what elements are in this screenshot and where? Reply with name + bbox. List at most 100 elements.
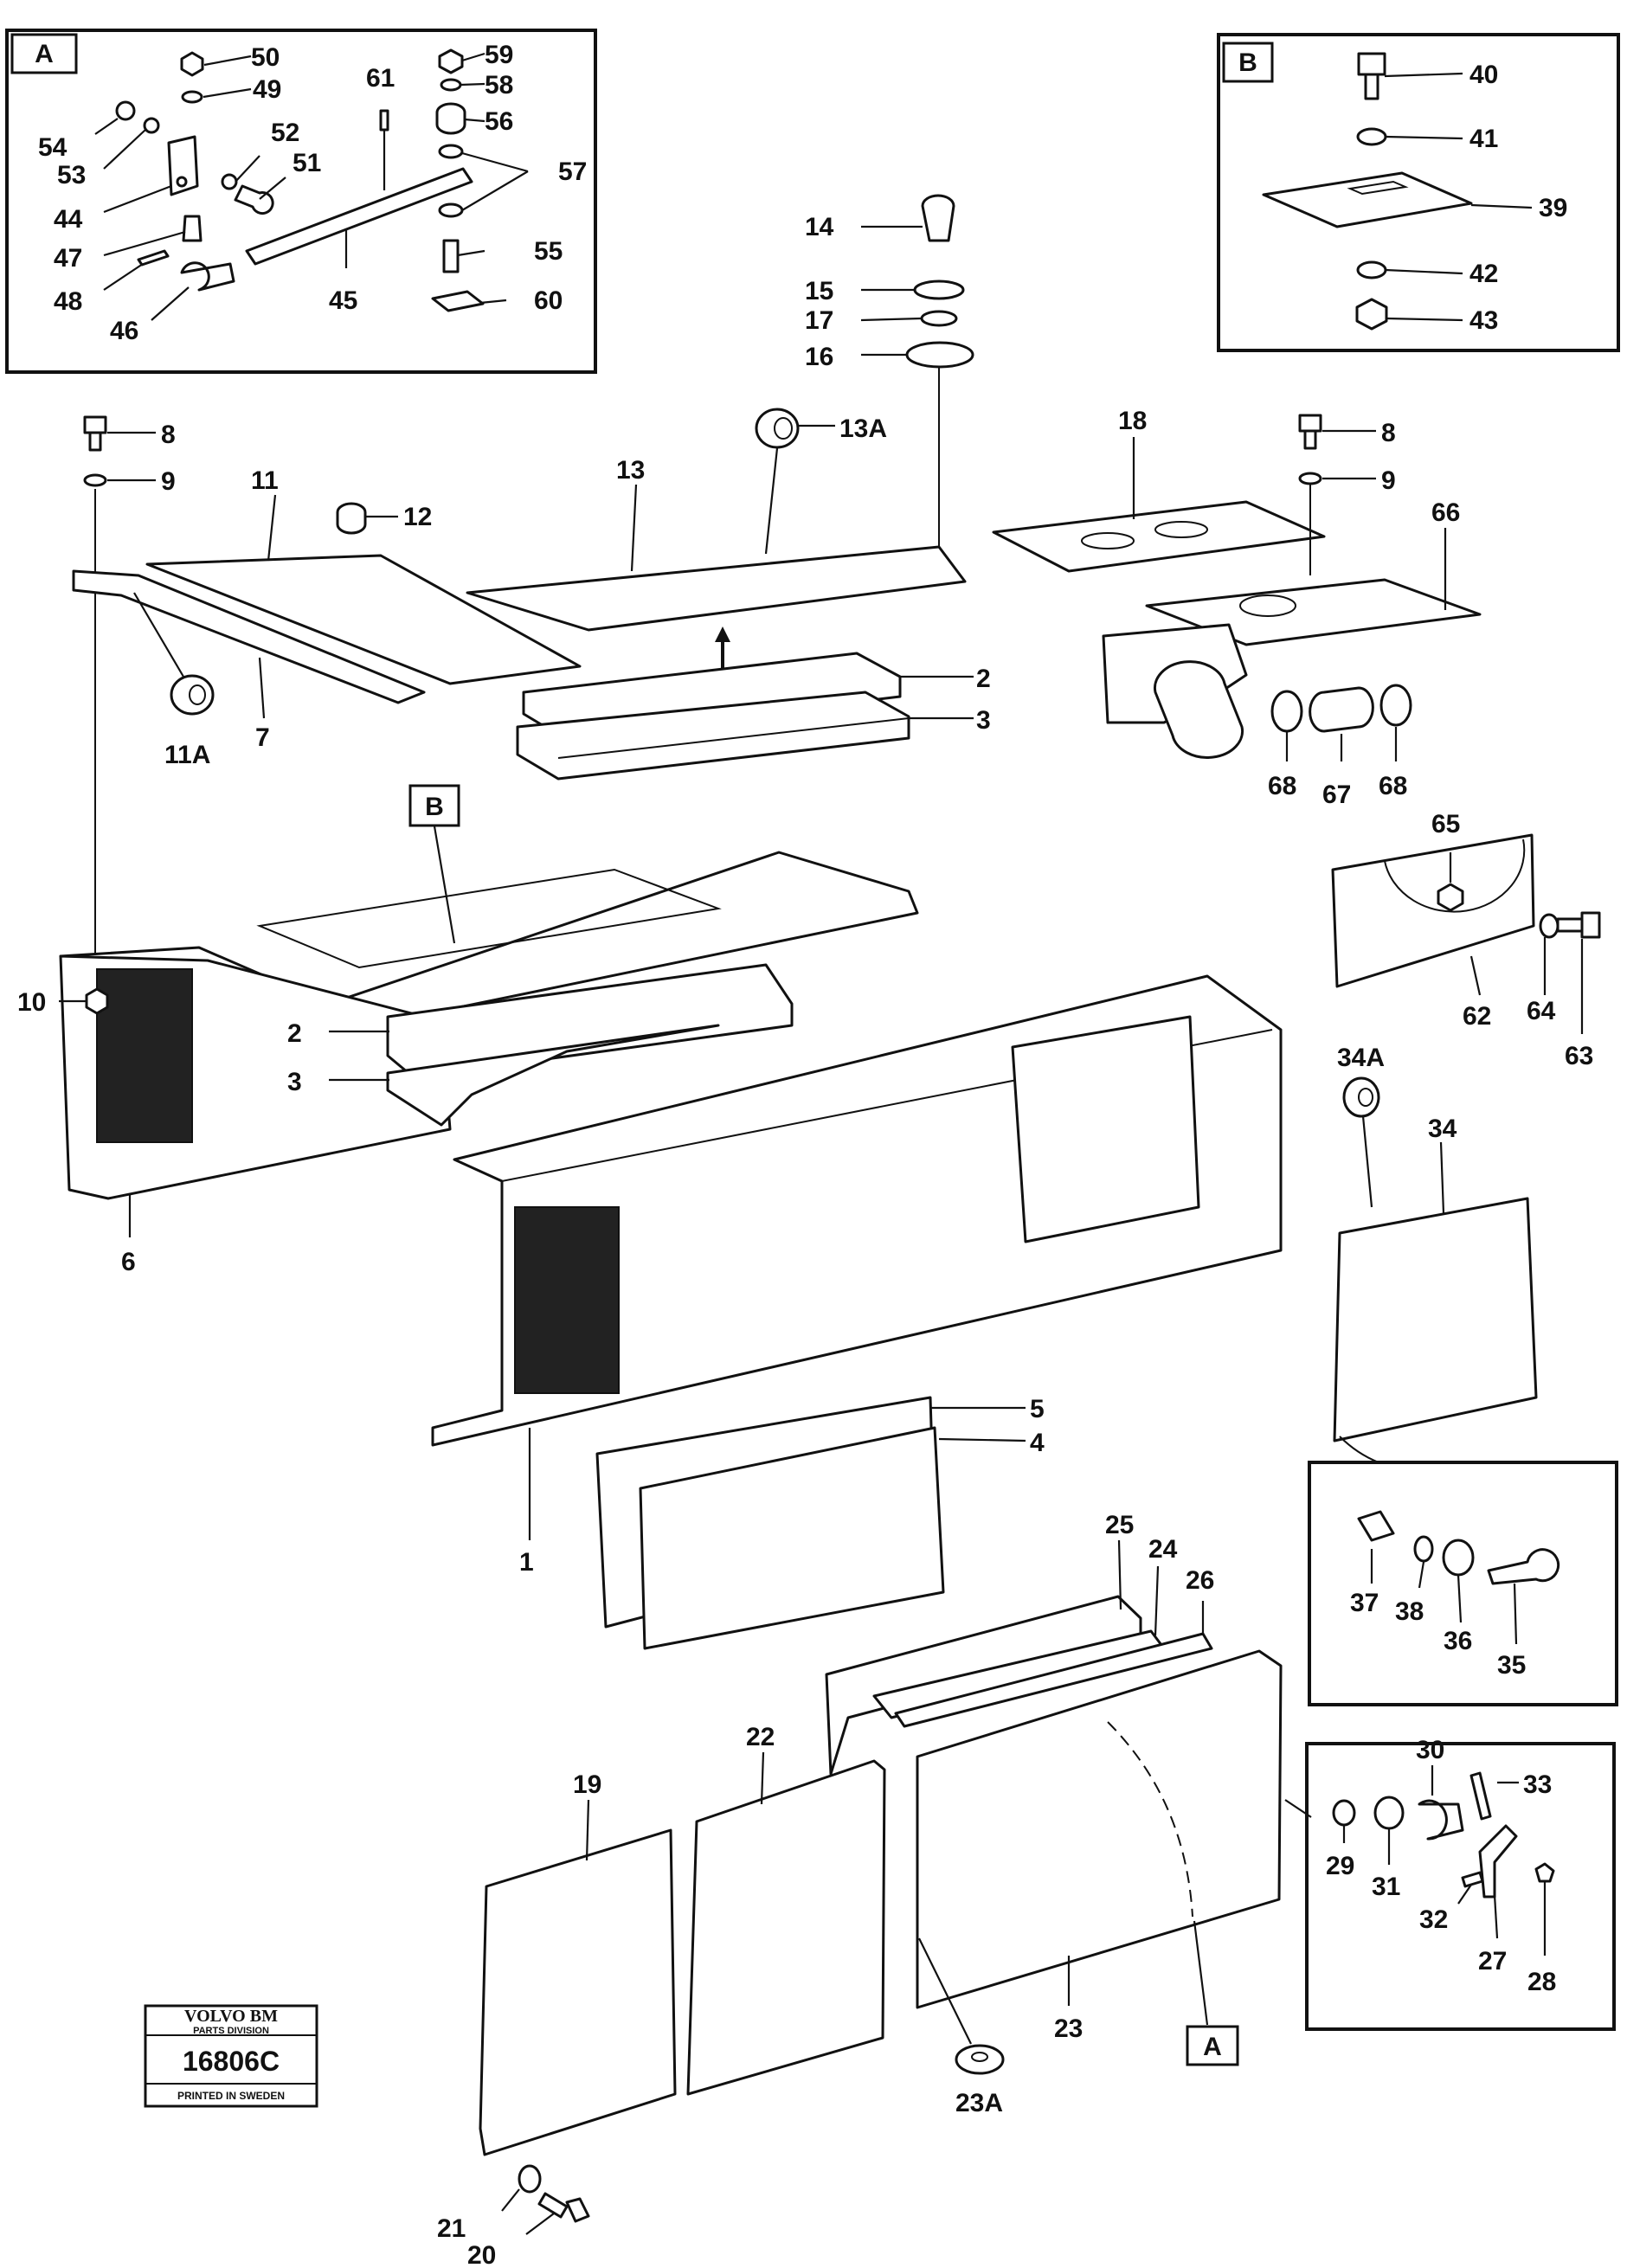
vent-cell (145, 1105, 158, 1118)
vent-cell (519, 1233, 531, 1247)
vent-cell (536, 1269, 548, 1282)
label-29: 29 (1326, 1852, 1354, 1880)
bracket-60 (431, 290, 485, 312)
label-53: 53 (57, 161, 86, 190)
label-55: 55 (534, 237, 563, 266)
vent-cell (115, 1123, 127, 1136)
label-3-housing: 3 (287, 1068, 302, 1096)
vent-cell (519, 1287, 531, 1300)
vent-cell (115, 1069, 127, 1082)
panel-11 (145, 554, 582, 685)
vent-cell (115, 1087, 127, 1100)
vent-cell (552, 1233, 564, 1247)
lock-detail: 33 30 29 31 32 27 28 (1284, 1736, 1616, 2031)
label-42: 42 (1469, 260, 1498, 288)
nut-50 (180, 51, 204, 77)
vent-cell (176, 996, 188, 1009)
label-36: 36 (1444, 1627, 1472, 1655)
vent-cell (601, 1304, 614, 1318)
vent-cell (552, 1375, 564, 1389)
right-top-parts: 18 8 9 66 68 67 68 (992, 407, 1482, 809)
label-51: 51 (293, 149, 321, 177)
vent-cell (115, 1050, 127, 1063)
label-41: 41 (1469, 125, 1498, 153)
grommet-16 (905, 341, 974, 369)
vent-cell (552, 1287, 564, 1300)
label-30: 30 (1416, 1736, 1444, 1764)
vent-cell (176, 1050, 188, 1063)
vent-cell (100, 1032, 112, 1045)
stamp-printed: PRINTED IN SWEDEN (177, 2090, 285, 2102)
label-26: 26 (1186, 1566, 1214, 1595)
vent-cell (601, 1322, 614, 1335)
vent-cell (145, 978, 158, 991)
vent-cell (519, 1216, 531, 1229)
vent-cell (585, 1216, 597, 1229)
label-9-left: 9 (161, 467, 176, 496)
vent-cell (145, 1069, 158, 1082)
grommet-12 (336, 502, 367, 535)
label-22: 22 (746, 1723, 775, 1751)
label-13A: 13A (839, 414, 887, 443)
label-47: 47 (54, 244, 82, 273)
vent-cell (115, 1032, 127, 1045)
label-9-right: 9 (1381, 466, 1396, 495)
screw-20 (537, 2192, 590, 2223)
label-59: 59 (485, 41, 513, 69)
vent-cell (536, 1358, 548, 1371)
label-3-top: 3 (976, 706, 991, 735)
label-8-left: 8 (161, 421, 176, 449)
plate-62 (1331, 833, 1535, 988)
pin-33 (1469, 1771, 1492, 1821)
bracket-37 (1357, 1510, 1395, 1542)
vent-cell (145, 1014, 158, 1027)
vent-cell (536, 1375, 548, 1389)
callout-b: B (425, 793, 444, 821)
bolt-8-left (83, 415, 107, 452)
label-32: 32 (1419, 1905, 1448, 1934)
screw-28 (1534, 1862, 1555, 1883)
vent-cell (161, 1123, 172, 1136)
washer-49 (181, 90, 203, 104)
main-housing: 2 3 10 6 1 B (17, 784, 1283, 1577)
prefilter-3-housing (386, 1024, 720, 1127)
vent-cell (161, 1014, 172, 1027)
prefilter-3-top (516, 691, 910, 781)
vent-cell (100, 1087, 112, 1100)
vent-cell (569, 1233, 581, 1247)
label-18: 18 (1118, 407, 1147, 435)
label-34: 34 (1428, 1115, 1457, 1143)
label-10: 10 (17, 988, 46, 1017)
label-64: 64 (1527, 997, 1556, 1025)
nut-10 (85, 987, 109, 1015)
nut-54 (115, 100, 136, 121)
vent-cell (145, 996, 158, 1009)
vent-cell (585, 1269, 597, 1282)
vent-cell (519, 1358, 531, 1371)
vent-cell (585, 1340, 597, 1353)
nut-29 (1332, 1799, 1356, 1827)
vent-cell (115, 996, 127, 1009)
panel-19 (479, 1828, 677, 2156)
vent-cell (519, 1251, 531, 1264)
grommet-34a (1342, 1076, 1380, 1118)
bolt-63 (1556, 911, 1601, 939)
vent-cell (536, 1216, 548, 1229)
plate-18 (992, 500, 1326, 573)
knob-14 (921, 194, 955, 242)
washer-38 (1413, 1535, 1434, 1563)
lock-cylinder-30 (1418, 1799, 1464, 1841)
washer-58 (440, 78, 462, 92)
vent-cell (552, 1322, 564, 1335)
vent-cell (100, 1069, 112, 1082)
vent-grid-right (514, 1206, 620, 1394)
vent-cell (161, 1087, 172, 1100)
vent-cell (536, 1304, 548, 1318)
latch-35 (1487, 1548, 1560, 1585)
grommet-36 (1442, 1539, 1475, 1577)
vent-cell (536, 1322, 548, 1335)
bushing-56 (435, 102, 466, 135)
vent-cell (601, 1287, 614, 1300)
label-15: 15 (805, 277, 833, 305)
label-45: 45 (329, 286, 357, 315)
